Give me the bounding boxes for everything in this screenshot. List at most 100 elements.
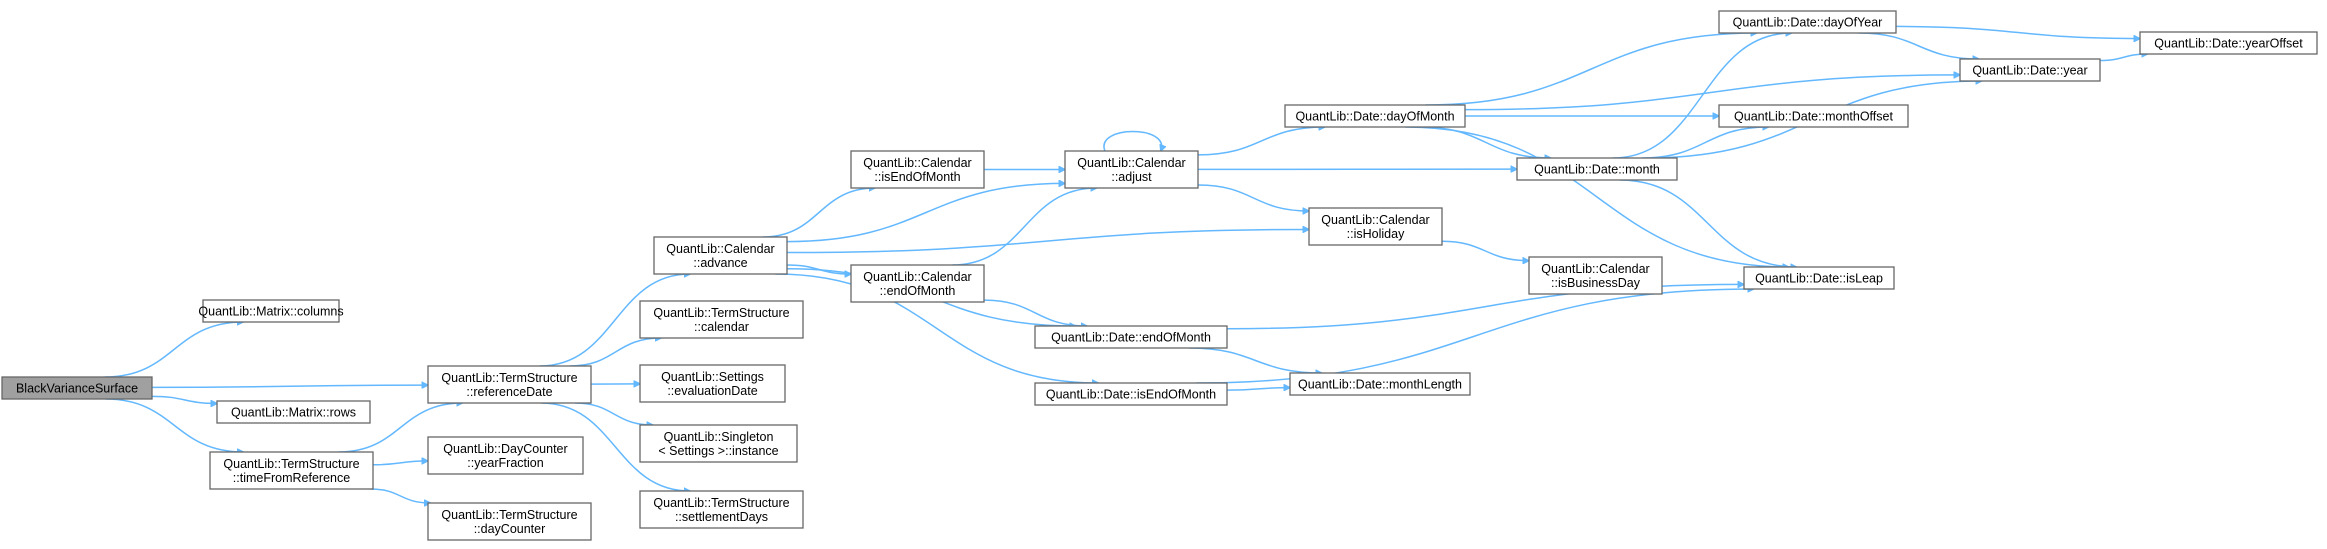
node-moff[interactable]: QuantLib::Date::monthOffset [1718, 104, 1909, 128]
node-label-tscal-0: QuantLib::TermStructure [653, 306, 789, 320]
edge-adv-to-disEom [775, 273, 1098, 383]
node-box-moff [1718, 104, 1909, 128]
node-adv[interactable]: QuantLib::Calendar::advance [653, 236, 788, 275]
edge-adv-to-hol [786, 229, 1309, 254]
node-label-tscal-1: ::calendar [694, 320, 749, 334]
node-dom[interactable]: QuantLib::Date::dayOfMonth [1284, 104, 1466, 128]
node-box-setd [639, 490, 804, 529]
node-label-mcols-0: QuantLib::Matrix::columns [198, 305, 343, 319]
edge-month-to-doy [1612, 33, 1792, 159]
edge-tsfrom-to-tsref [338, 403, 462, 453]
node-label-doy-0: QuantLib::Date::dayOfYear [1733, 16, 1883, 30]
node-label-iseom-0: QuantLib::Calendar [863, 156, 971, 170]
node-label-yfrac-1: ::yearFraction [467, 456, 543, 470]
node-label-adj-0: QuantLib::Calendar [1077, 156, 1185, 170]
node-setd[interactable]: QuantLib::TermStructure::settlementDays [639, 490, 804, 529]
node-box-adj [1064, 150, 1199, 189]
node-hol[interactable]: QuantLib::Calendar::isHoliday [1308, 207, 1443, 246]
node-box-tscal [639, 300, 804, 339]
node-disEom[interactable]: QuantLib::Date::isEndOfMonth [1034, 382, 1228, 406]
node-box-dayc [427, 502, 592, 541]
edge-month-to-moff [1641, 127, 1769, 159]
node-label-tsfrom-0: QuantLib::TermStructure [223, 457, 359, 471]
node-label-tsref-0: QuantLib::TermStructure [441, 371, 577, 385]
edge-ceom-to-deom [983, 299, 1087, 326]
node-label-setd-0: QuantLib::TermStructure [653, 496, 789, 510]
node-tsfrom[interactable]: QuantLib::TermStructure::timeFromReferen… [209, 451, 374, 490]
node-dayc[interactable]: QuantLib::TermStructure::dayCounter [427, 502, 592, 541]
nodes-layer: BlackVarianceSurface QuantLib::Matrix::co… [1, 10, 2318, 541]
node-label-yfrac-0: QuantLib::DayCounter [443, 442, 567, 456]
node-tsref[interactable]: QuantLib::TermStructure::referenceDate [427, 365, 592, 404]
node-label-leap-0: QuantLib::Date::isLeap [1755, 272, 1883, 286]
node-root[interactable]: BlackVarianceSurface [1, 376, 153, 400]
node-leap[interactable]: QuantLib::Date::isLeap [1743, 266, 1895, 290]
node-box-month [1516, 157, 1678, 181]
node-box-yfrac [427, 436, 584, 475]
node-label-evald-1: ::evaluationDate [667, 384, 757, 398]
node-label-inst-1: < Settings >::instance [658, 444, 778, 458]
edge-dom-to-year [1464, 75, 1960, 111]
edge-tsref-to-tscal [569, 338, 661, 367]
node-label-adv-1: ::advance [693, 256, 747, 270]
edge-dom-to-doy [1425, 33, 1757, 106]
node-box-year [1959, 58, 2101, 82]
node-label-adj-1: ::adjust [1111, 170, 1152, 184]
node-label-bday-0: QuantLib::Calendar [1541, 262, 1649, 276]
node-inst[interactable]: QuantLib::Singleton< Settings >::instanc… [639, 424, 798, 463]
edge-deom-to-mlen [1189, 347, 1321, 373]
node-yoff[interactable]: QuantLib::Date::yearOffset [2139, 31, 2318, 55]
node-label-dayc-0: QuantLib::TermStructure [441, 508, 577, 522]
node-label-ceom-0: QuantLib::Calendar [863, 270, 971, 284]
node-bday[interactable]: QuantLib::Calendar::isBusinessDay [1528, 256, 1663, 295]
edge-root-to-mcols [104, 322, 244, 378]
node-label-hol-0: QuantLib::Calendar [1321, 213, 1429, 227]
edge-root-to-tsref [151, 385, 428, 387]
edge-dom-to-month [1421, 126, 1551, 158]
node-label-adv-0: QuantLib::Calendar [666, 242, 774, 256]
node-label-iseom-1: ::isEndOfMonth [874, 170, 960, 184]
node-month[interactable]: QuantLib::Date::month [1516, 157, 1678, 181]
node-box-ceom [850, 264, 985, 303]
node-label-dom-0: QuantLib::Date::dayOfMonth [1295, 110, 1454, 124]
node-doy[interactable]: QuantLib::Date::dayOfYear [1718, 10, 1897, 34]
node-tscal[interactable]: QuantLib::TermStructure::calendar [639, 300, 804, 339]
node-evald[interactable]: QuantLib::Settings::evaluationDate [639, 364, 786, 403]
node-box-yoff [2139, 31, 2318, 55]
edge-hol-to-bday [1441, 240, 1529, 260]
node-label-setd-1: ::settlementDays [675, 510, 768, 524]
node-label-mrows-0: QuantLib::Matrix::rows [231, 406, 356, 420]
edge-dom-to-leap [1405, 126, 1789, 267]
node-box-disEom [1034, 382, 1228, 406]
node-adj[interactable]: QuantLib::Calendar::adjust [1064, 150, 1199, 189]
node-yfrac[interactable]: QuantLib::DayCounter::yearFraction [427, 436, 584, 475]
node-label-dayc-1: ::dayCounter [474, 522, 546, 536]
edge-doy-to-yoff [1895, 25, 2140, 38]
node-mrows[interactable]: QuantLib::Matrix::rows [216, 400, 371, 424]
node-iseom[interactable]: QuantLib::Calendar::isEndOfMonth [850, 150, 985, 189]
node-box-inst [639, 424, 798, 463]
node-deom[interactable]: QuantLib::Date::endOfMonth [1034, 325, 1228, 349]
edge-adj-to-dom [1197, 127, 1325, 156]
edge-adv-to-adj [786, 183, 1065, 243]
node-mcols[interactable]: QuantLib::Matrix::columns [198, 299, 344, 323]
node-label-yoff-0: QuantLib::Date::yearOffset [2154, 37, 2303, 51]
node-mlen[interactable]: QuantLib::Date::monthLength [1289, 372, 1471, 396]
node-label-disEom-0: QuantLib::Date::isEndOfMonth [1046, 388, 1216, 402]
node-box-root [1, 376, 153, 400]
node-year[interactable]: QuantLib::Date::year [1959, 58, 2101, 82]
node-label-tsref-1: ::referenceDate [466, 385, 552, 399]
edge-tsfrom-to-yfrac [372, 461, 428, 466]
edge-disEom-to-mlen [1226, 388, 1290, 391]
node-box-mlen [1289, 372, 1471, 396]
node-box-tsref [427, 365, 592, 404]
node-box-bday [1528, 256, 1663, 295]
node-ceom[interactable]: QuantLib::Calendar::endOfMonth [850, 264, 985, 303]
node-label-moff-0: QuantLib::Date::monthOffset [1734, 110, 1893, 124]
edge-adj-to-adj [1103, 130, 1162, 152]
node-box-doy [1718, 10, 1897, 34]
node-box-mcols [202, 299, 340, 323]
node-box-leap [1743, 266, 1895, 290]
node-label-ceom-1: ::endOfMonth [880, 284, 956, 298]
